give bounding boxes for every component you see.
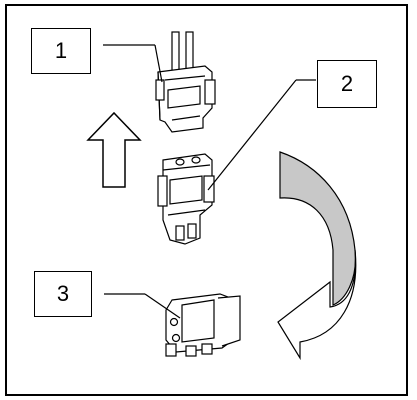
up-arrow-icon: [86, 111, 142, 188]
callout-3: 3: [34, 271, 92, 317]
connector-3-illustration: [165, 293, 241, 357]
callout-2-label: 2: [340, 71, 354, 96]
callout-1-label: 1: [54, 38, 68, 63]
connector-1-illustration: [155, 31, 216, 133]
curved-rotation-arrow-icon: [277, 151, 357, 361]
connector-2-illustration: [157, 153, 215, 245]
callout-2: 2: [317, 60, 377, 108]
callout-1: 1: [31, 28, 91, 74]
callout-3-label: 3: [56, 281, 70, 306]
